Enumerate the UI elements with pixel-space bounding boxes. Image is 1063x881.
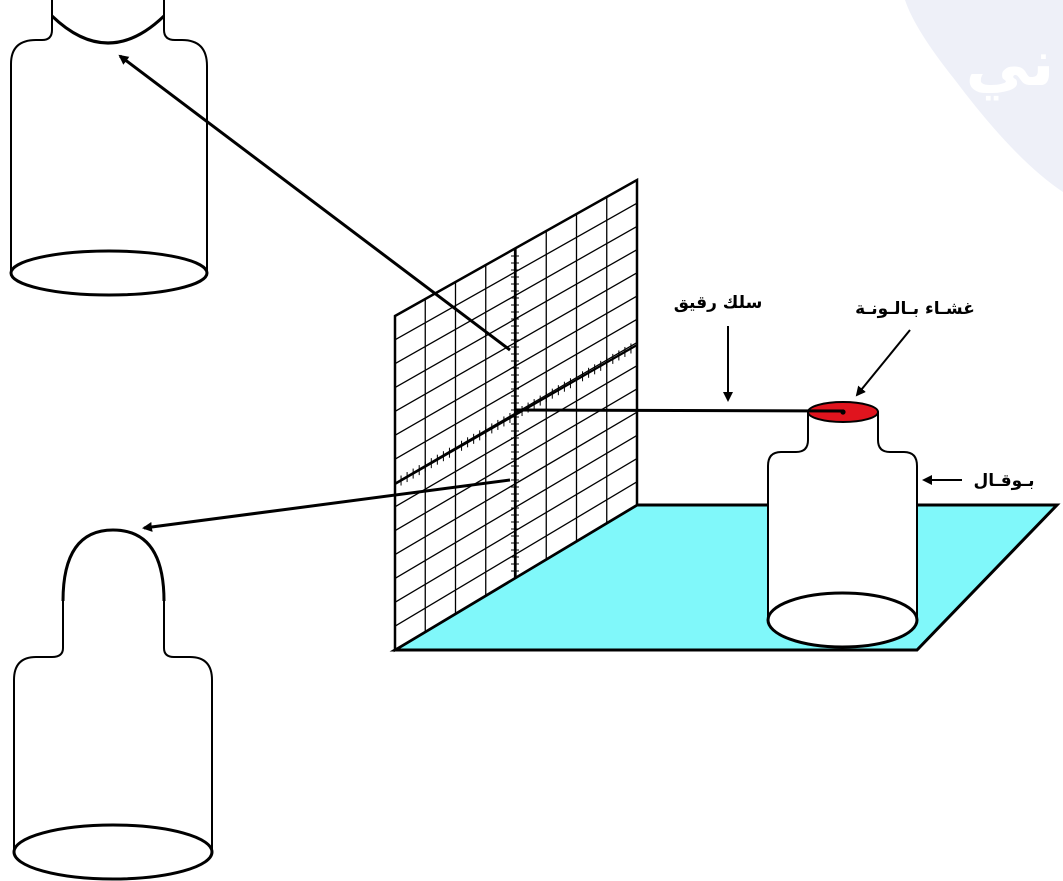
membrane-label: غشـاء بـالـونـة xyxy=(855,299,975,319)
thin-wire xyxy=(514,408,844,413)
concave-result-arrow xyxy=(118,54,511,352)
wire-label: سلك رقيق xyxy=(674,293,763,313)
jar-label: بـوقـال xyxy=(974,471,1035,491)
membrane-label-arrow xyxy=(855,329,911,397)
watermark-text: ني xyxy=(966,27,1055,101)
vertical-grid xyxy=(393,177,639,653)
jar xyxy=(766,412,919,649)
jar-concave-membrane xyxy=(9,0,209,297)
watermark-logo: ني xyxy=(905,0,1063,192)
jar-convex-membrane xyxy=(12,528,214,881)
convex-result-arrow xyxy=(142,478,511,532)
